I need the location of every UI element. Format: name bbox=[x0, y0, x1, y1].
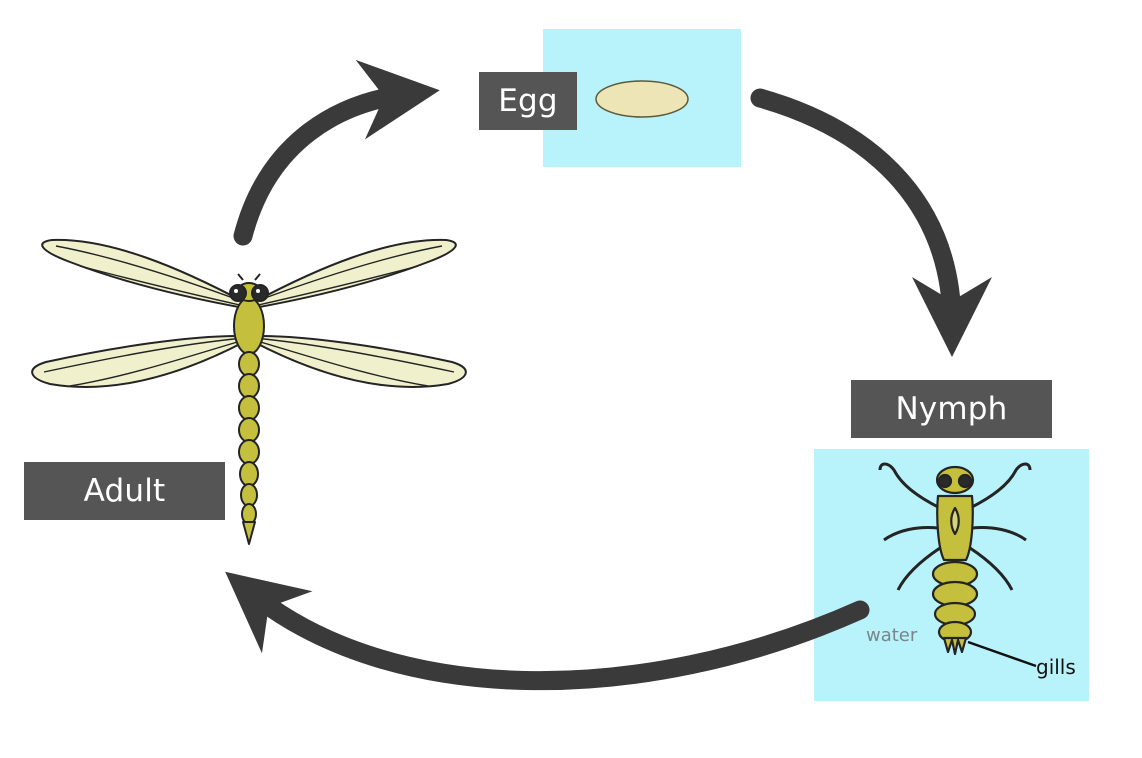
gills-annotation: gills bbox=[1036, 655, 1076, 679]
arrow-nymph-to-adult bbox=[225, 571, 870, 691]
water-annotation: water bbox=[866, 625, 918, 646]
stage-label-adult: Adult bbox=[24, 462, 225, 520]
arrow-egg-to-nymph bbox=[750, 88, 992, 357]
dragonfly-adult-icon bbox=[31, 238, 467, 545]
arrow-adult-to-egg bbox=[233, 59, 440, 246]
dragonfly-nymph-icon bbox=[878, 462, 1037, 668]
stage-label-nymph: Nymph bbox=[851, 380, 1052, 438]
stage-label-egg: Egg bbox=[479, 72, 577, 130]
egg-icon bbox=[595, 80, 689, 118]
